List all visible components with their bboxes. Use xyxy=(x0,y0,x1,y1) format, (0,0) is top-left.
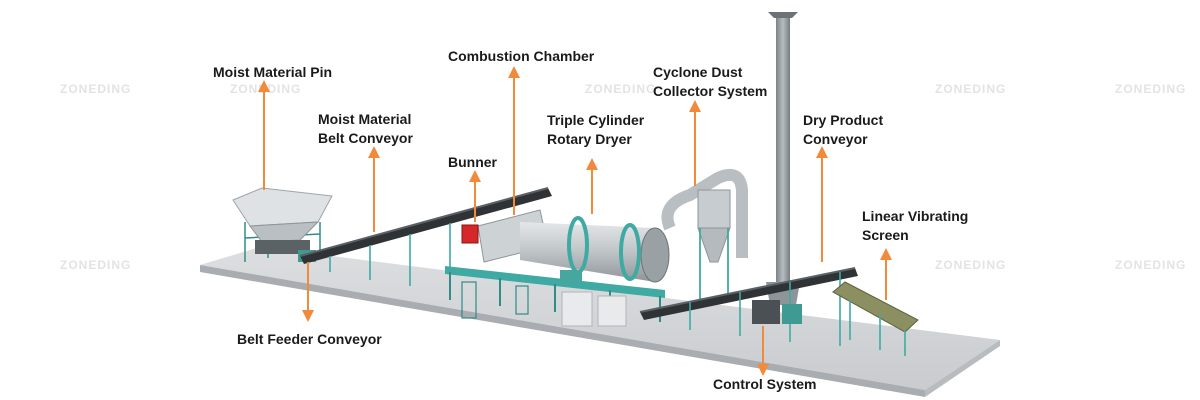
label-combustion-chamber: Combustion Chamber xyxy=(448,48,595,64)
dryer-platform-legs xyxy=(449,272,661,322)
burner xyxy=(461,224,479,244)
belt-feeder xyxy=(255,240,310,254)
watermark: ZONEDING xyxy=(935,82,1007,96)
dry-product-conveyor xyxy=(640,268,858,320)
cyclone-body xyxy=(697,189,731,229)
label-linear-vibrating-screen: Linear Vibrating Screen xyxy=(862,208,969,243)
cyclone-duct xyxy=(661,169,748,258)
leader-arrows xyxy=(258,66,892,376)
wet-belt-conveyor xyxy=(300,188,552,264)
stair xyxy=(515,285,529,315)
drum-end xyxy=(640,227,670,283)
label-dry-product-conveyor: Dry Product Conveyor xyxy=(803,112,884,147)
support-block xyxy=(597,295,627,327)
cyclone-frame xyxy=(699,228,729,300)
watermark: ZONEDING xyxy=(1115,258,1187,272)
label-control-system: Control System xyxy=(713,376,817,392)
label-bunner: Bunner xyxy=(448,154,497,170)
control-cabinet xyxy=(782,304,802,324)
screen-frame xyxy=(849,300,906,356)
watermark: ZONEDING xyxy=(60,258,132,272)
chimney-cap xyxy=(768,12,798,18)
stair xyxy=(461,281,477,319)
support-block xyxy=(561,291,593,327)
watermark: ZONEDING xyxy=(60,82,132,96)
floor-edge-right xyxy=(925,340,1000,397)
hopper-cone xyxy=(249,221,320,243)
label-moist-material-belt-conveyor: Moist Material Belt Conveyor xyxy=(318,111,413,146)
watermark: ZONEDING xyxy=(1115,82,1187,96)
label-triple-cylinder-rotary-dryer: Triple Cylinder Rotary Dryer xyxy=(547,112,645,147)
cyclone-cone xyxy=(697,227,731,263)
label-moist-material-pin: Moist Material Pin xyxy=(213,64,333,80)
drum-gear xyxy=(560,270,582,284)
watermark: ZONEDING xyxy=(585,82,657,96)
control-cabinet xyxy=(752,300,780,324)
chimney xyxy=(776,16,790,282)
drum-ring xyxy=(619,223,641,281)
label-cyclone-dust-collector-system: Cyclone Dust Collector System xyxy=(653,64,768,99)
floor-edge xyxy=(200,265,925,397)
watermark: ZONEDING xyxy=(935,258,1007,272)
hopper-body xyxy=(232,187,333,227)
vibrating-screen xyxy=(832,281,919,333)
label-belt-feeder-conveyor: Belt Feeder Conveyor xyxy=(237,331,382,347)
